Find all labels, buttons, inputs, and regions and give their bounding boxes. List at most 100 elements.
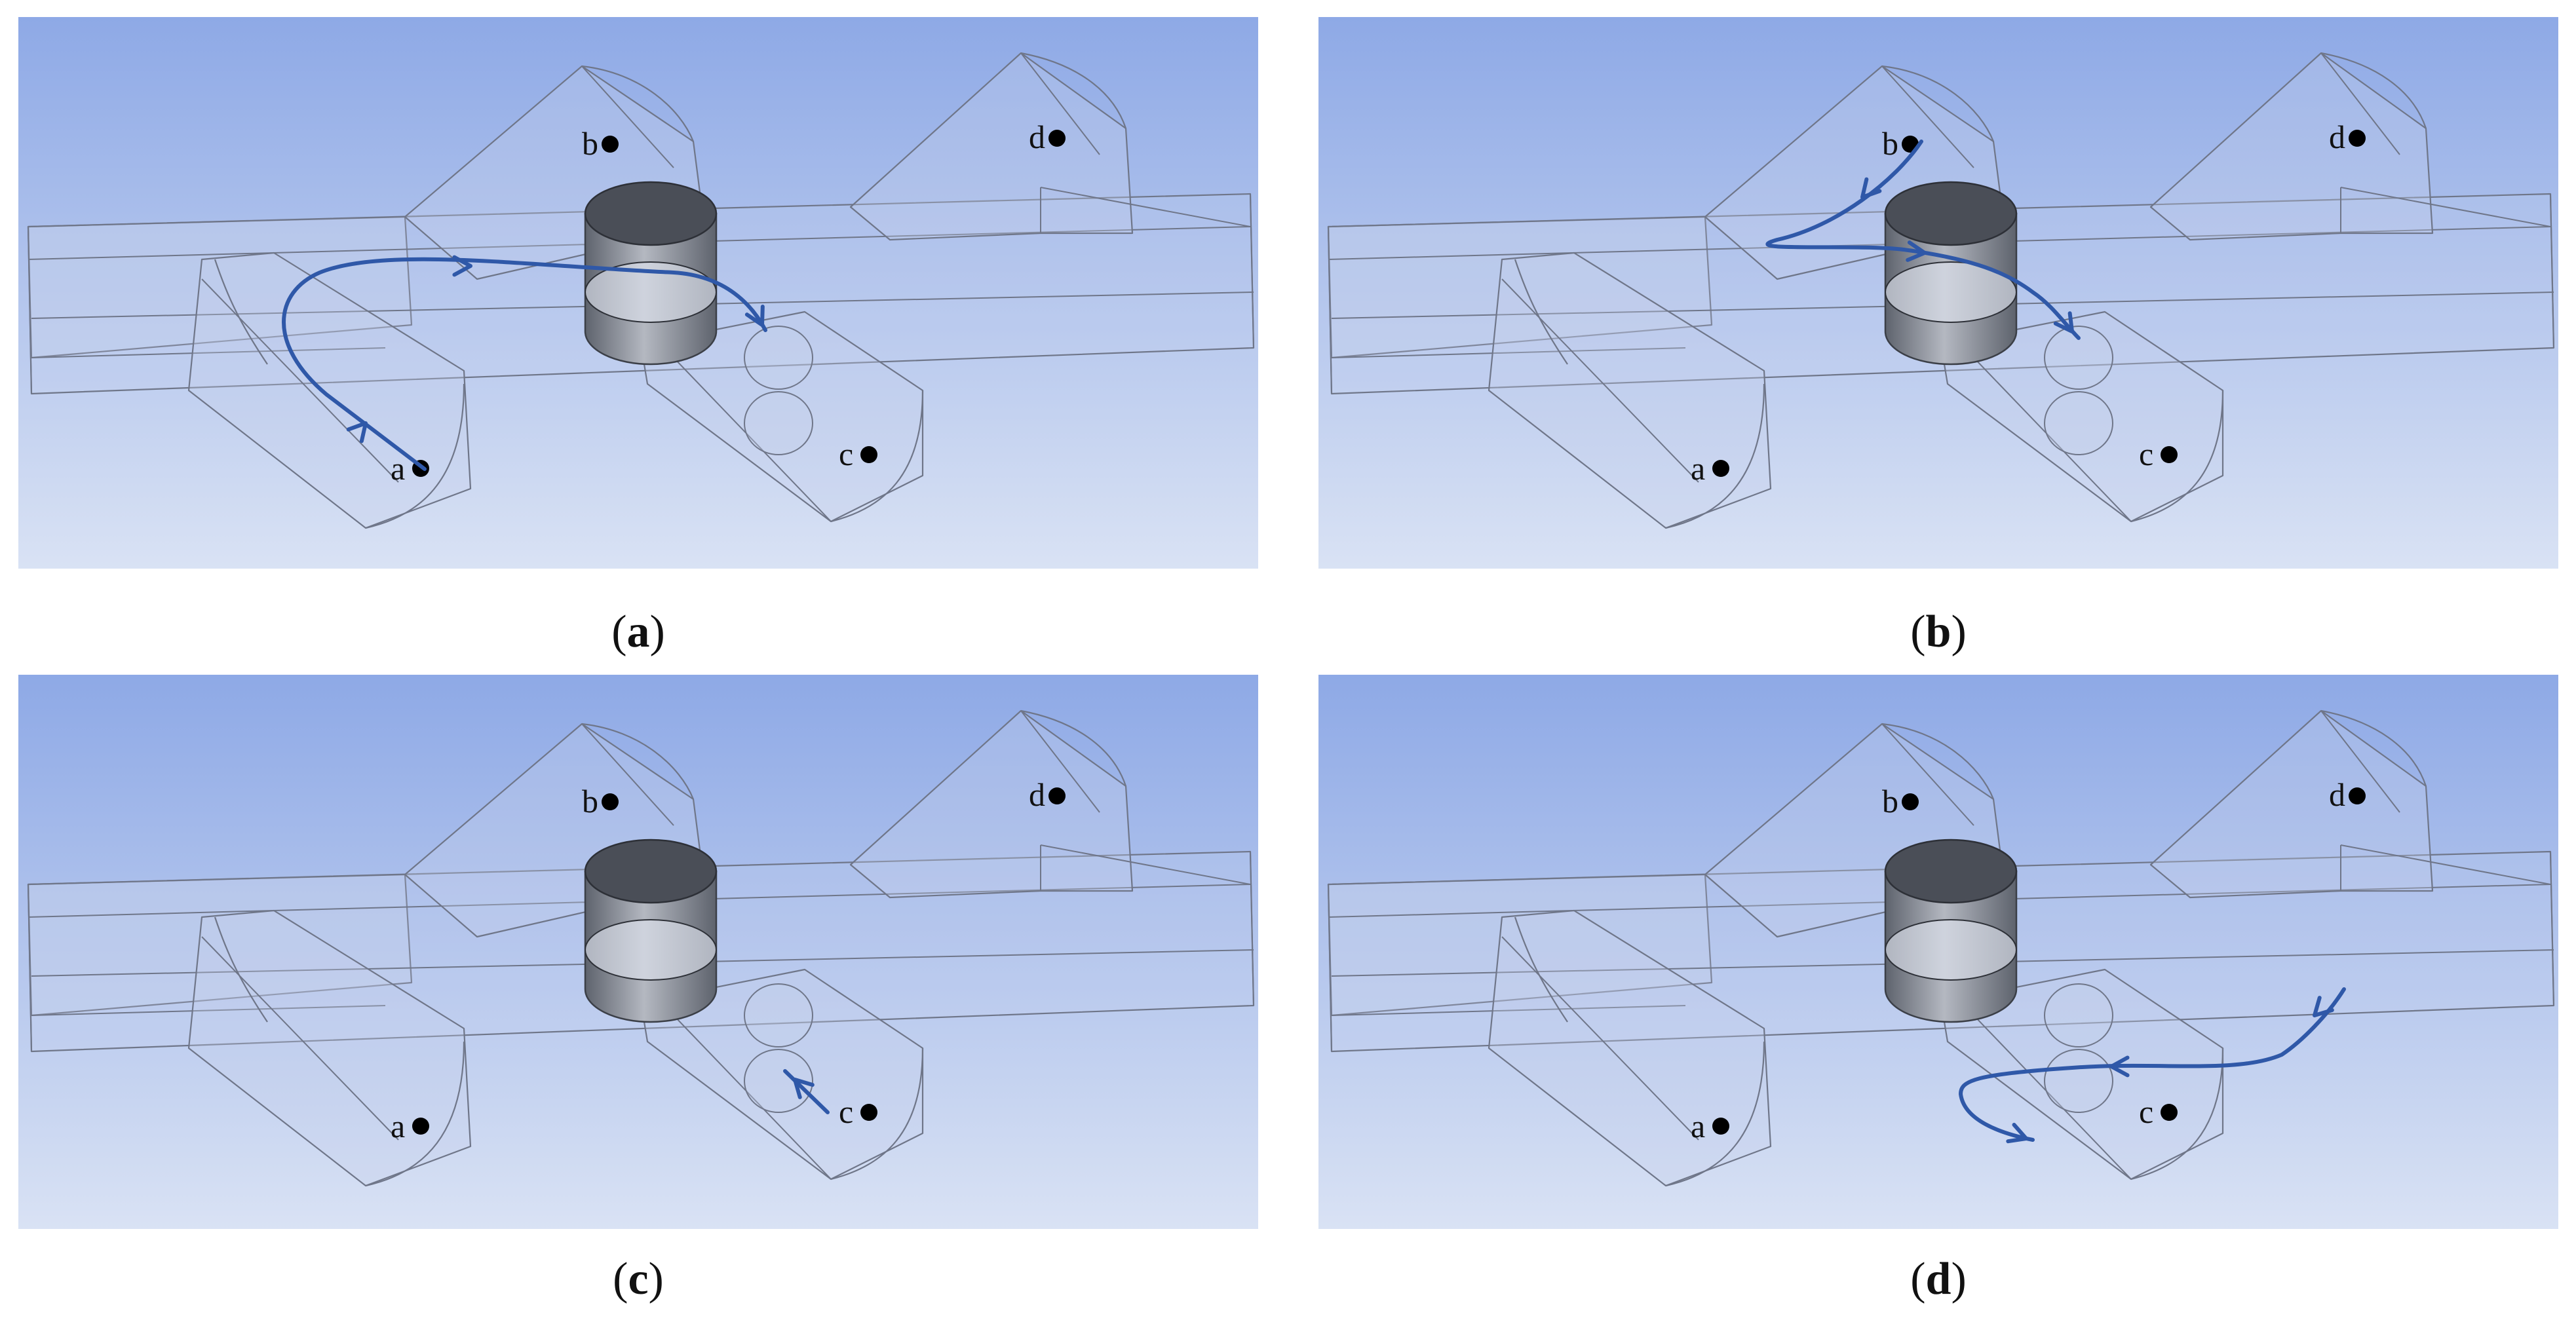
cylinder-top (1884, 181, 2018, 246)
flow-arrowhead-1 (793, 1078, 815, 1099)
point-d-dot (1048, 787, 1066, 804)
flow-path (1765, 140, 2081, 340)
point-a-dot (1712, 460, 1729, 477)
point-c-label: c (2139, 436, 2153, 472)
branch-a-edge (1501, 936, 1699, 1141)
central-cylinder (584, 839, 718, 1023)
branch-c-face (640, 311, 924, 523)
point-c-dot (860, 446, 877, 463)
branch-a-face (1488, 252, 1772, 529)
flow-line (1765, 140, 2081, 340)
panel-d: a b c d (1318, 675, 2558, 1229)
point-d-label: d (2329, 119, 2345, 155)
branch-c-edge (673, 357, 832, 522)
branch-c-face (1940, 311, 2224, 523)
branch-c-cap-arc (830, 390, 924, 523)
branch-b-edge (1881, 723, 1974, 826)
branch-c-edge (1973, 1015, 2132, 1180)
branch-c-face (1940, 968, 2224, 1180)
branch-c-port-top (2044, 326, 2113, 390)
branch-d-edge (1020, 710, 1100, 813)
main-duct-edge-3 (31, 347, 386, 358)
branch-c-cap-arc (2130, 1047, 2224, 1180)
point-b-label: b (1882, 125, 1898, 162)
branch-b-edge (1881, 66, 1974, 168)
branch-a-cap-arc (365, 383, 465, 529)
cylinder-top (1884, 839, 2018, 904)
branch-d-edge (1020, 52, 1100, 155)
point-b-dot (602, 136, 619, 153)
point-a-label: a (1691, 1108, 1705, 1144)
central-cylinder (1884, 839, 2018, 1023)
branch-d-edge (2320, 710, 2400, 813)
branch-c-port-top (744, 983, 813, 1047)
flow-arrowhead-2 (452, 255, 472, 277)
point-c-dot (2161, 446, 2178, 463)
point-c-label: c (2139, 1093, 2153, 1130)
point-b-label: b (582, 125, 598, 162)
branch-d-edge (2320, 52, 2400, 155)
branch-a-side-arc (1514, 916, 1568, 1023)
cylinder-top (584, 181, 718, 246)
branch-d-inner-2 (1040, 187, 1251, 227)
flow-arrowhead-3 (2006, 1122, 2028, 1144)
branch-c-face (640, 968, 924, 1180)
branch-d-inner-2 (1040, 844, 1251, 885)
branch-a-edge (201, 936, 399, 1141)
main-duct-start (1328, 226, 1332, 394)
branch-a-edge (201, 278, 399, 483)
main-duct-start (1328, 884, 1332, 1052)
main-duct-end (2550, 193, 2554, 349)
branch-b-edge (581, 66, 674, 168)
point-c-label: c (839, 436, 853, 472)
point-c-dot (860, 1104, 877, 1121)
branch-c-port-top (2044, 983, 2113, 1047)
cylinder-opening (1885, 919, 2017, 981)
branch-a-face (187, 909, 472, 1187)
point-a-label: a (391, 450, 405, 487)
point-d-dot (1048, 130, 1066, 147)
flow-arrowhead-2 (2109, 1055, 2130, 1078)
branch-c-port-top (744, 326, 813, 390)
flow-path (1958, 987, 2346, 1144)
branch-b-cap-arc (1881, 65, 1995, 142)
central-cylinder (1884, 181, 2018, 366)
point-c-dot (2161, 1104, 2178, 1121)
point-d-label: d (2329, 776, 2345, 813)
main-duct-edge-3 (1331, 1005, 1686, 1016)
panel-d-svg: a b c d (1318, 675, 2558, 1229)
branch-c-port-bottom (744, 1049, 813, 1113)
caption-a: (a) (611, 607, 665, 657)
main-duct-edge-3 (31, 1005, 386, 1016)
flow-line (282, 257, 767, 471)
branch-a-edge (1501, 278, 1699, 483)
point-b-label: b (582, 783, 598, 820)
point-b-label: b (1882, 783, 1898, 820)
branch-c-port-bottom (2044, 391, 2113, 455)
point-b-dot (602, 793, 619, 810)
caption-c: (c) (613, 1254, 664, 1304)
point-a-label: a (391, 1108, 405, 1144)
point-d-label: d (1029, 776, 1045, 813)
cylinder-top (584, 839, 718, 904)
branch-a-side-arc (214, 916, 268, 1023)
flow-arrowhead-1 (346, 421, 368, 443)
branch-a-cap-arc (365, 1041, 465, 1187)
main-duct-start (28, 884, 32, 1052)
branch-a-side-arc (214, 259, 268, 365)
main-duct-end (2550, 851, 2554, 1006)
point-d-dot (2349, 130, 2366, 147)
point-a-dot (1712, 1118, 1729, 1135)
flow-line (783, 1069, 830, 1114)
panel-c-svg: a b c d (18, 675, 1258, 1229)
branch-a-face (1488, 909, 1772, 1187)
branch-c-edge (1973, 357, 2132, 522)
main-duct-end (1250, 193, 1254, 349)
point-c-label: c (839, 1093, 853, 1130)
branch-a-cap-arc (1665, 1041, 1765, 1187)
point-d-dot (2349, 787, 2366, 804)
point-a-dot (412, 1118, 429, 1135)
